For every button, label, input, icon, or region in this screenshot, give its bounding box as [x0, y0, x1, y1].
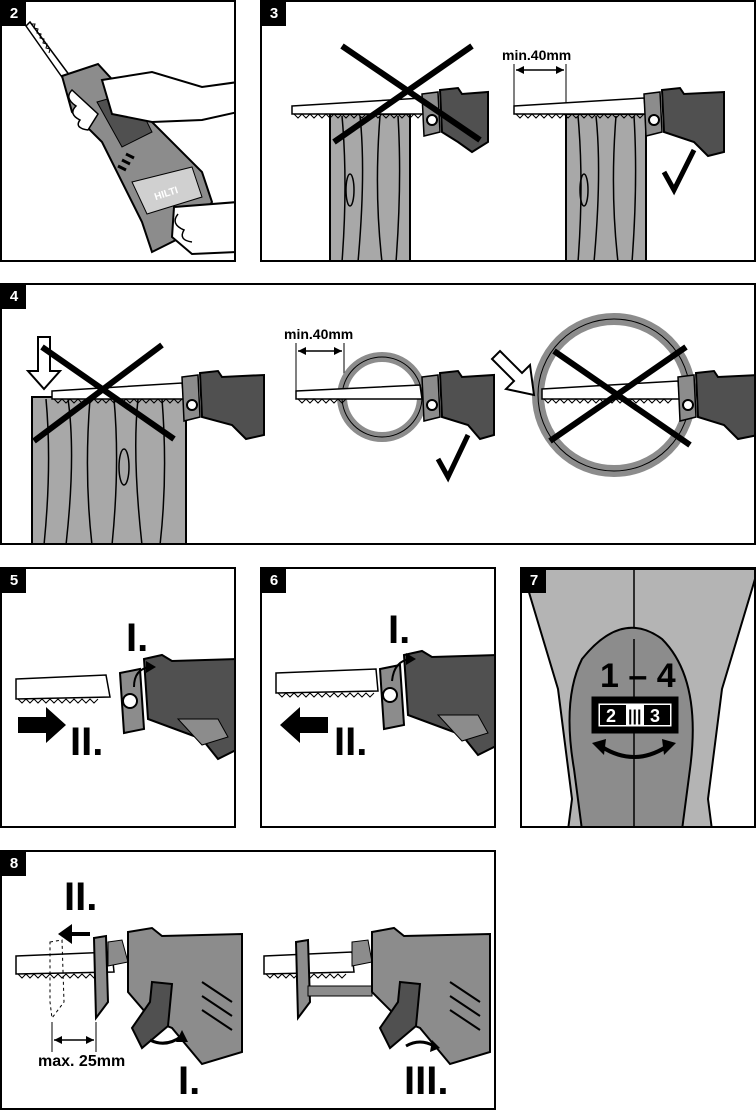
dial-left-value: 2: [606, 706, 616, 726]
figure-number: 8: [2, 852, 26, 876]
step-1-label: I.: [126, 616, 148, 660]
figure-number: 6: [262, 569, 286, 593]
figure-2-panel: 2 HILTI: [0, 0, 236, 262]
figure-5-illustration: I. II.: [15, 616, 234, 764]
figure-4-panel: 4 min.40mm: [0, 283, 756, 545]
min-clearance-label: min.40mm: [284, 326, 353, 342]
min-clearance-label: min.40mm: [502, 47, 571, 63]
figure-number: 5: [2, 569, 26, 593]
figure-8-illustration: II. max. 25mm I. III.: [15, 875, 491, 1103]
figure-number: 7: [522, 569, 546, 593]
figure-6-panel: 6 I. II.: [260, 567, 496, 828]
figure-3-illustration: min.40mm: [291, 43, 725, 260]
step-1-label: I.: [388, 608, 410, 652]
figure-8-panel: 8 II. max. 25mm I. III.: [0, 850, 496, 1110]
step-3-label: III.: [404, 1059, 448, 1103]
dial-right-value: 3: [650, 706, 660, 726]
figure-3-panel: 3 min.40mm: [260, 0, 756, 262]
dial-mid-mark: |||: [628, 708, 641, 725]
figure-5-panel: 5 I. II.: [0, 567, 236, 828]
figure-2-illustration: HILTI: [25, 20, 234, 256]
step-1-label: I.: [178, 1059, 200, 1103]
step-2-label: II.: [64, 875, 97, 919]
figure-number: 4: [2, 285, 26, 309]
figure-6-illustration: I. II.: [275, 608, 494, 764]
figure-number: 2: [2, 2, 26, 26]
figure-number: 3: [262, 2, 286, 26]
figure-4-illustration: min.40mm: [25, 313, 754, 543]
figure-7-illustration: 1 – 4 2 ||| 3: [522, 569, 754, 826]
speed-range-label: 1 – 4: [600, 657, 676, 695]
figure-7-panel: 7 1 – 4 2 ||| 3: [520, 567, 756, 828]
step-2-label: II.: [70, 720, 103, 764]
step-2-label: II.: [334, 720, 367, 764]
max-travel-label: max. 25mm: [38, 1053, 125, 1070]
